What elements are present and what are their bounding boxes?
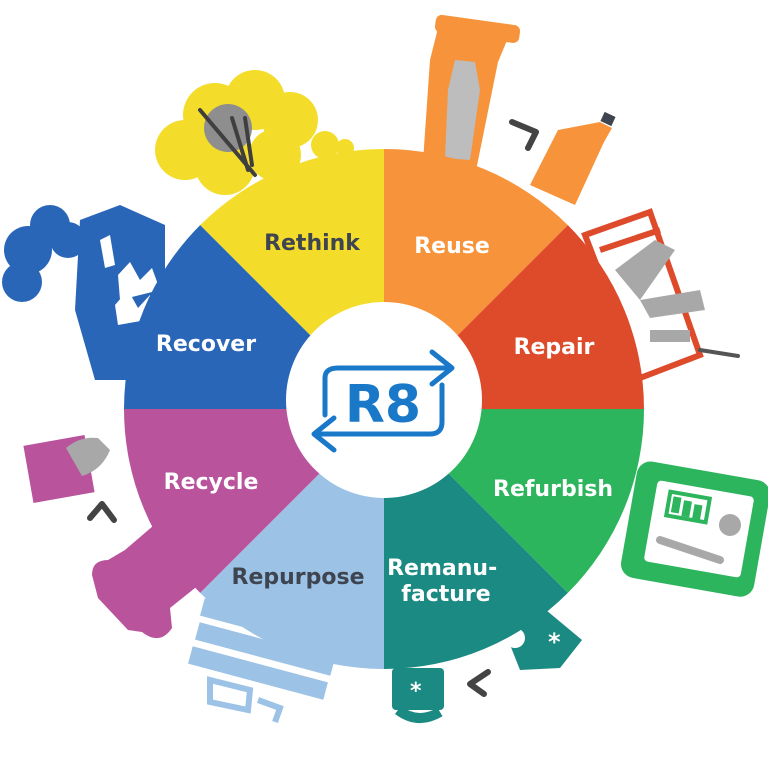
svg-text:*: * xyxy=(548,628,561,656)
segment-label-repair: Repair xyxy=(514,335,595,360)
segment-label-recover: Recover xyxy=(156,332,256,357)
svg-text:*: * xyxy=(410,679,422,704)
segment-label-remanufacture-line1: Remanu- xyxy=(387,556,497,581)
segment-label-repurpose: Repurpose xyxy=(232,565,365,590)
segment-label-remanufacture: Remanu- facture xyxy=(387,556,505,607)
segment-label-rethink: Rethink xyxy=(264,231,361,256)
segment-label-reuse: Reuse xyxy=(414,234,490,259)
arrow-up-icon xyxy=(87,501,117,523)
thought-cloud-fork-icon xyxy=(155,70,354,195)
arrow-left-icon xyxy=(467,669,491,697)
arrow-right-icon xyxy=(509,119,539,151)
segment-label-refurbish: Refurbish xyxy=(493,477,613,502)
wheel: R8 Rethink Reuse Repair Refurbish Remanu… xyxy=(124,149,644,669)
segment-label-remanufacture-line2: facture xyxy=(401,582,490,607)
cycle-arrows-icon xyxy=(311,349,455,453)
segment-label-recycle: Recycle xyxy=(164,470,259,495)
phone-battery-wrench-icon xyxy=(620,461,768,597)
center-label: R8 xyxy=(345,375,421,435)
